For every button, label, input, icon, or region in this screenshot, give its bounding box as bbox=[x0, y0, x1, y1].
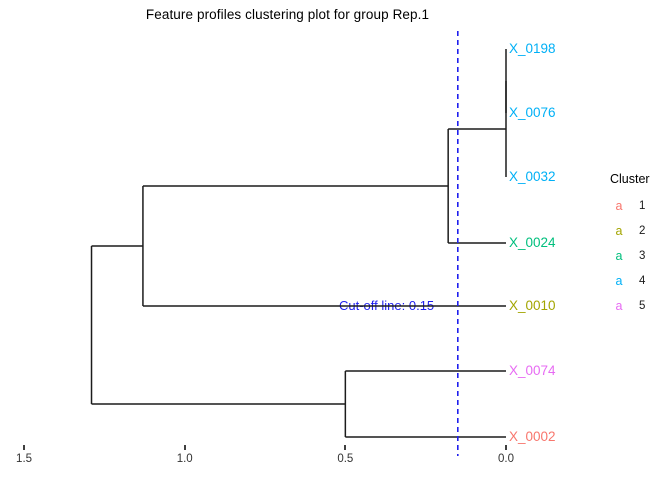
axis-tick bbox=[23, 445, 26, 450]
leaf-label-X_0032: X_0032 bbox=[509, 169, 556, 184]
chart-title: Feature profiles clustering plot for gro… bbox=[145, 7, 430, 22]
legend-key-glyph: a bbox=[615, 299, 623, 313]
axis-tick-label: 0.5 bbox=[337, 453, 354, 465]
legend-title: Cluster bbox=[610, 172, 650, 186]
axis-tick bbox=[505, 445, 507, 450]
legend-key-glyph: a bbox=[615, 274, 623, 288]
axis-tick-label: 1.0 bbox=[176, 453, 193, 465]
legend-cluster-number: 1 bbox=[639, 200, 646, 212]
legend-key-glyph: a bbox=[615, 224, 623, 238]
leaf-label-X_0002: X_0002 bbox=[509, 429, 556, 444]
legend-key-glyph: a bbox=[615, 249, 623, 263]
legend-key-glyph: a bbox=[615, 199, 623, 213]
axis-tick-label: 0.0 bbox=[498, 453, 514, 465]
legend-cluster-number: 2 bbox=[639, 225, 646, 237]
leaf-label-X_0076: X_0076 bbox=[509, 105, 556, 120]
leaf-label-X_0074: X_0074 bbox=[509, 363, 556, 378]
axis-tick bbox=[183, 445, 186, 450]
legend-cluster-number: 4 bbox=[639, 275, 646, 287]
axis-tick-label: 1.5 bbox=[16, 453, 33, 465]
legend-cluster-number: 5 bbox=[639, 300, 646, 312]
leaf-label-X_0010: X_0010 bbox=[509, 298, 556, 313]
leaf-label-X_0198: X_0198 bbox=[509, 41, 556, 56]
leaf-label-X_0024: X_0024 bbox=[509, 235, 556, 250]
legend-cluster-number: 3 bbox=[639, 250, 646, 262]
axis-tick bbox=[344, 445, 347, 450]
